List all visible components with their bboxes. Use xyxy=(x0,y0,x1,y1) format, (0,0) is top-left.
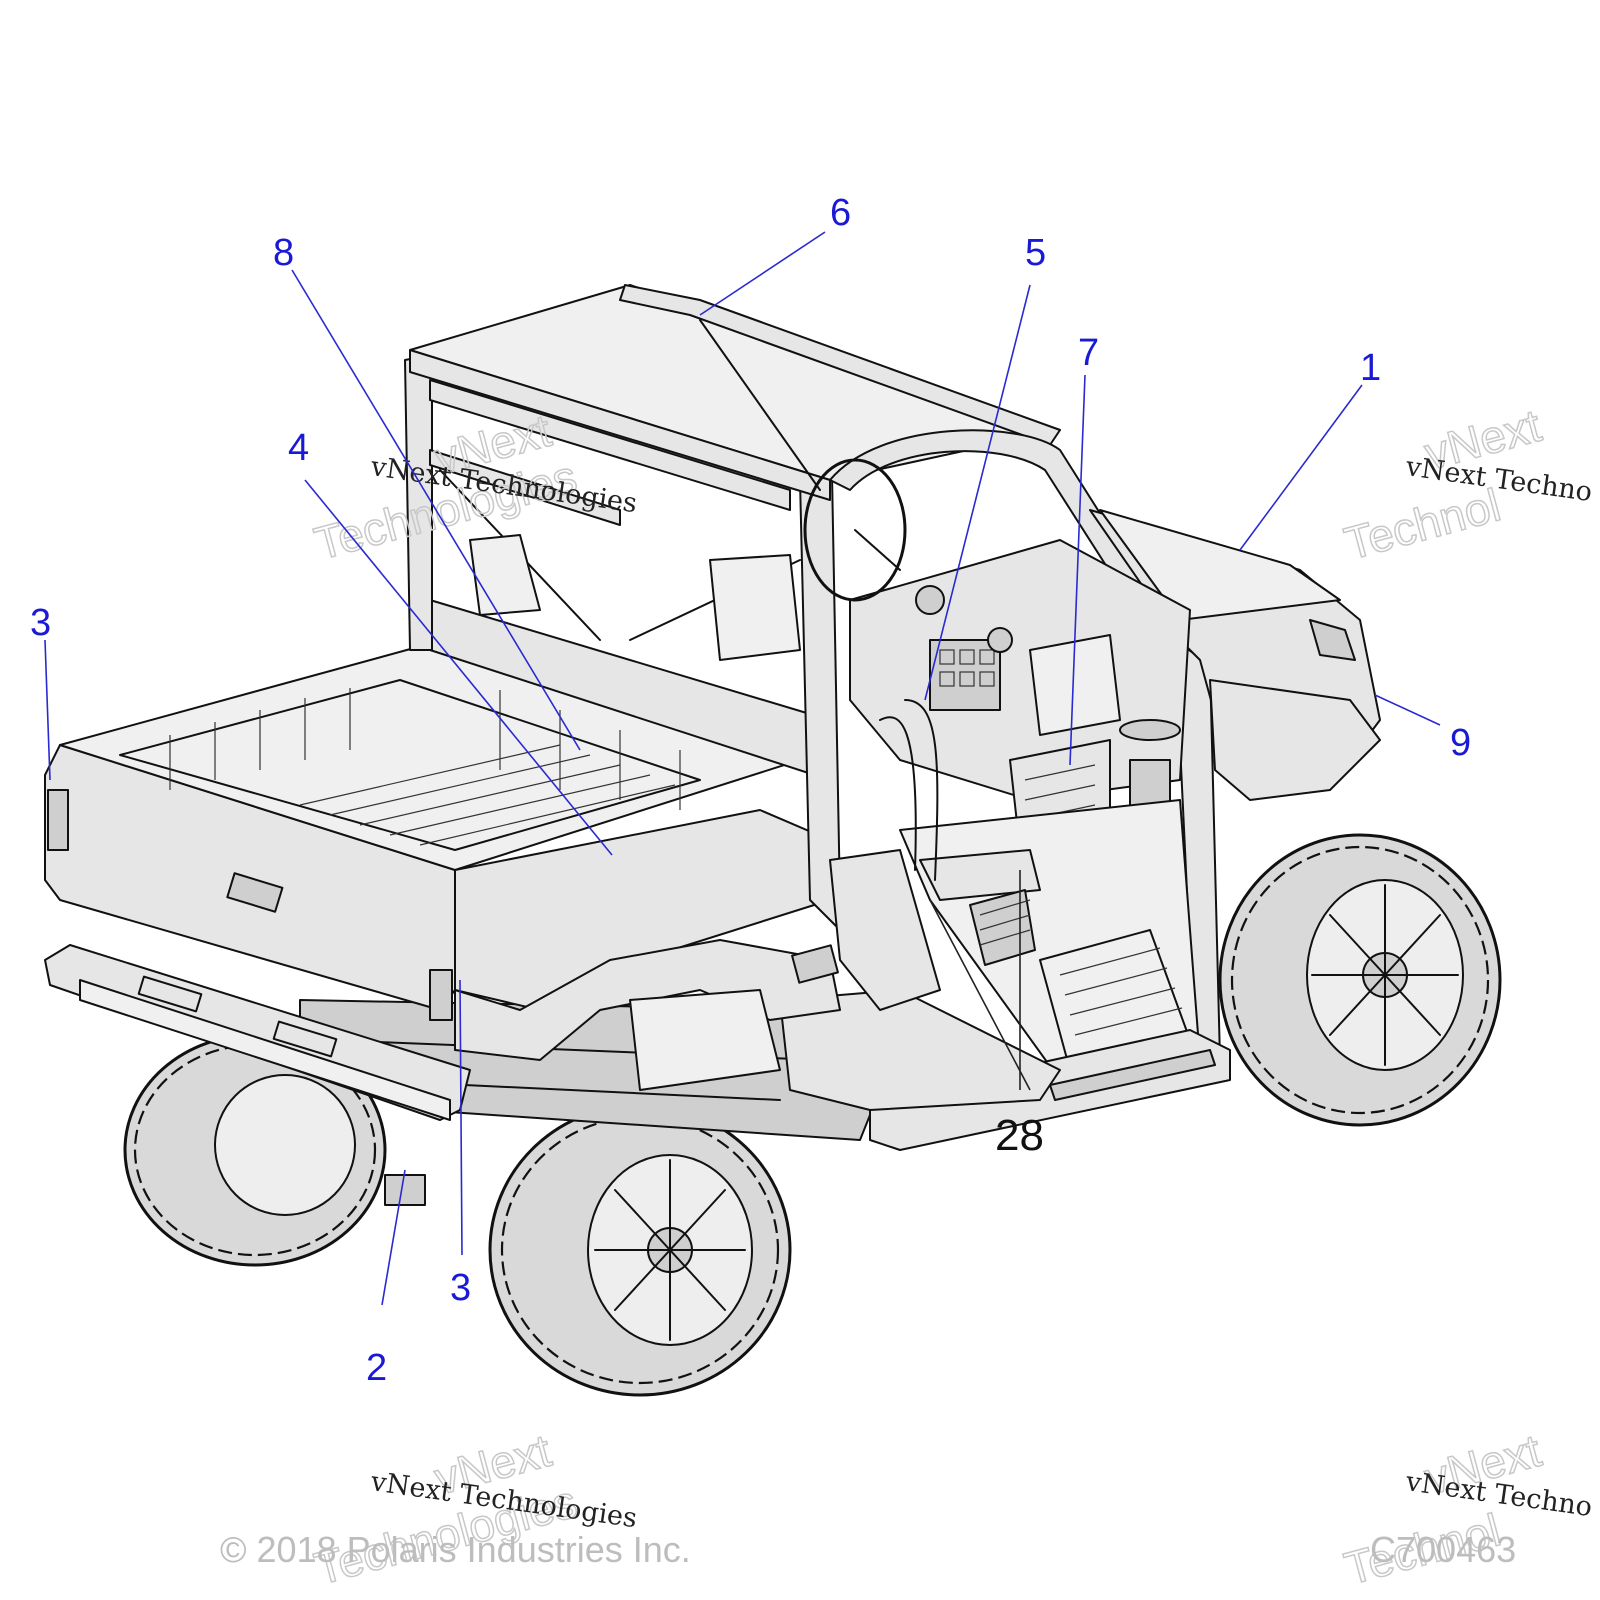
leader-3b xyxy=(459,979,463,1256)
callout-6[interactable]: 6 xyxy=(830,192,851,234)
callout-3-left[interactable]: 3 xyxy=(30,602,51,644)
rear-left-wheel xyxy=(123,1033,387,1267)
front-right-wheel xyxy=(1218,833,1502,1127)
cargo-bed xyxy=(44,644,831,1021)
rear-bumper xyxy=(44,944,471,1121)
callout-numbers: 1 2 3 3 4 5 6 7 8 9 28 xyxy=(30,192,1471,1389)
leader-8 xyxy=(291,269,581,751)
footer: © 2018 Polaris Industries Inc. C700463 xyxy=(220,1529,1516,1570)
leader-4 xyxy=(304,479,613,856)
hitch xyxy=(384,1174,426,1206)
leader-lines xyxy=(44,231,1441,1306)
leader-5 xyxy=(924,284,1031,701)
cab-floor xyxy=(779,699,1231,1151)
callout-8[interactable]: 8 xyxy=(273,232,294,274)
callout-5[interactable]: 5 xyxy=(1025,232,1046,274)
callout-7[interactable]: 7 xyxy=(1078,332,1099,374)
callout-1[interactable]: 1 xyxy=(1360,347,1381,389)
leader-1 xyxy=(1239,384,1363,551)
leader-6 xyxy=(699,231,826,316)
callout-3-bottom[interactable]: 3 xyxy=(450,1267,471,1309)
roll-cage xyxy=(404,284,1221,1061)
passenger-seat-back xyxy=(469,534,541,616)
callout-2[interactable]: 2 xyxy=(366,1347,387,1389)
figure-code: C700463 xyxy=(1370,1529,1516,1570)
fuel-tank xyxy=(629,989,781,1091)
copyright-text: © 2018 Polaris Industries Inc. xyxy=(220,1529,691,1570)
callout-28[interactable]: 28 xyxy=(995,1111,1044,1160)
leader-9 xyxy=(1374,694,1441,726)
leader-3a xyxy=(44,639,51,781)
callout-4[interactable]: 4 xyxy=(288,427,309,469)
leader-28b xyxy=(929,899,1031,1091)
rear-right-wheel xyxy=(488,1103,792,1397)
leader-7 xyxy=(1069,374,1086,766)
hood xyxy=(1089,509,1381,801)
callout-9[interactable]: 9 xyxy=(1450,722,1471,764)
leader-2 xyxy=(381,1169,406,1306)
seat-back xyxy=(709,554,801,661)
vehicle-illustration xyxy=(44,284,1502,1397)
